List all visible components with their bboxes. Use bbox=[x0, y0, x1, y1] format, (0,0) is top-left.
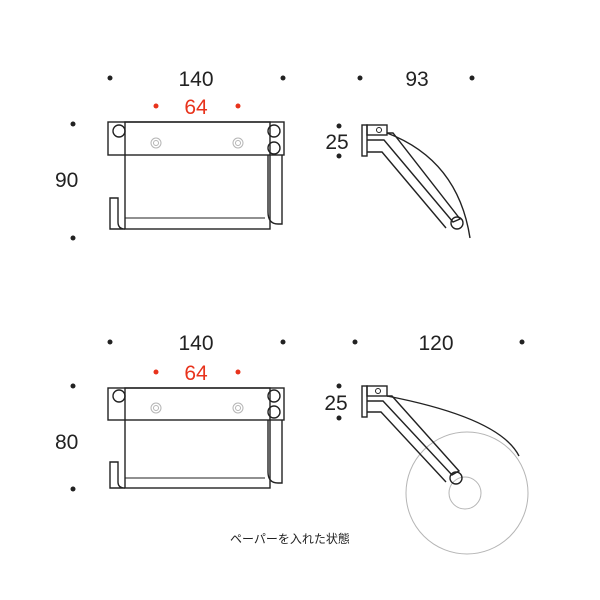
wall-bracket bbox=[361, 124, 368, 157]
mount-plate bbox=[107, 387, 285, 421]
cover bbox=[124, 387, 271, 489]
paper-roll bbox=[405, 431, 529, 555]
caption: ペーパーを入れた状態 bbox=[230, 531, 350, 546]
bracket-screw bbox=[375, 388, 381, 394]
pitch-dot bbox=[235, 369, 241, 375]
cover-curve bbox=[386, 395, 520, 457]
cover bbox=[124, 121, 271, 230]
screw-left bbox=[150, 402, 162, 414]
side-arm bbox=[367, 132, 462, 229]
dim-dot bbox=[469, 75, 475, 81]
dim-dot bbox=[107, 339, 113, 345]
left-knob bbox=[112, 389, 126, 403]
dim-dot bbox=[70, 486, 76, 492]
dim-dot bbox=[336, 123, 342, 129]
dim-dot bbox=[70, 383, 76, 389]
dim-dot bbox=[70, 121, 76, 127]
arm bbox=[267, 155, 283, 225]
bottom-height-label: 80 bbox=[55, 431, 78, 454]
bottom-bracket-label: 25 bbox=[324, 392, 347, 415]
arm bbox=[267, 420, 283, 484]
bottom-width-label: 140 bbox=[178, 332, 213, 355]
bottom-front-view: 140 64 80 bbox=[55, 332, 286, 492]
mount-plate bbox=[107, 121, 285, 156]
arm-tip bbox=[449, 471, 463, 485]
dim-dot bbox=[280, 75, 286, 81]
pitch-dot bbox=[235, 103, 241, 109]
dim-dot bbox=[107, 75, 113, 81]
roll-stopper bbox=[109, 461, 126, 489]
arm-tip bbox=[450, 216, 464, 230]
top-depth-label: 93 bbox=[405, 68, 428, 91]
dim-dot bbox=[336, 415, 342, 421]
right-knob-lower bbox=[267, 141, 281, 155]
top-front-view: 140 64 90 bbox=[55, 68, 286, 241]
screw-right bbox=[232, 137, 244, 149]
top-width-label: 140 bbox=[178, 68, 213, 91]
roll-stopper bbox=[109, 197, 126, 230]
top-side-view: 93 25 bbox=[325, 68, 475, 239]
wall-bracket bbox=[361, 385, 368, 418]
pitch-dot bbox=[153, 103, 159, 109]
roll-core bbox=[448, 476, 482, 510]
top-height-label: 90 bbox=[55, 169, 78, 192]
bracket-screw bbox=[376, 127, 382, 133]
dim-dot bbox=[357, 75, 363, 81]
screw-left bbox=[150, 137, 162, 149]
right-knob-lower bbox=[267, 405, 281, 419]
top-bracket-label: 25 bbox=[325, 131, 348, 154]
pitch-dot bbox=[153, 369, 159, 375]
bracket-head bbox=[366, 124, 388, 136]
dim-dot bbox=[519, 339, 525, 345]
bottom-depth-label: 120 bbox=[418, 332, 453, 355]
right-knob bbox=[267, 124, 281, 138]
left-knob bbox=[112, 124, 126, 138]
right-knob bbox=[267, 389, 281, 403]
screw-right bbox=[232, 402, 244, 414]
dim-dot bbox=[336, 383, 342, 389]
bottom-pitch-label: 64 bbox=[184, 362, 208, 385]
side-arm bbox=[367, 395, 461, 483]
top-pitch-label: 64 bbox=[184, 96, 208, 119]
bracket-head bbox=[366, 385, 388, 397]
bottom-side-view: 120 25 ペーパーを入れた状態 bbox=[230, 332, 529, 555]
dim-dot bbox=[70, 235, 76, 241]
dim-dot bbox=[280, 339, 286, 345]
cover-curve bbox=[386, 132, 471, 239]
dim-dot bbox=[336, 153, 342, 159]
dim-dot bbox=[352, 339, 358, 345]
